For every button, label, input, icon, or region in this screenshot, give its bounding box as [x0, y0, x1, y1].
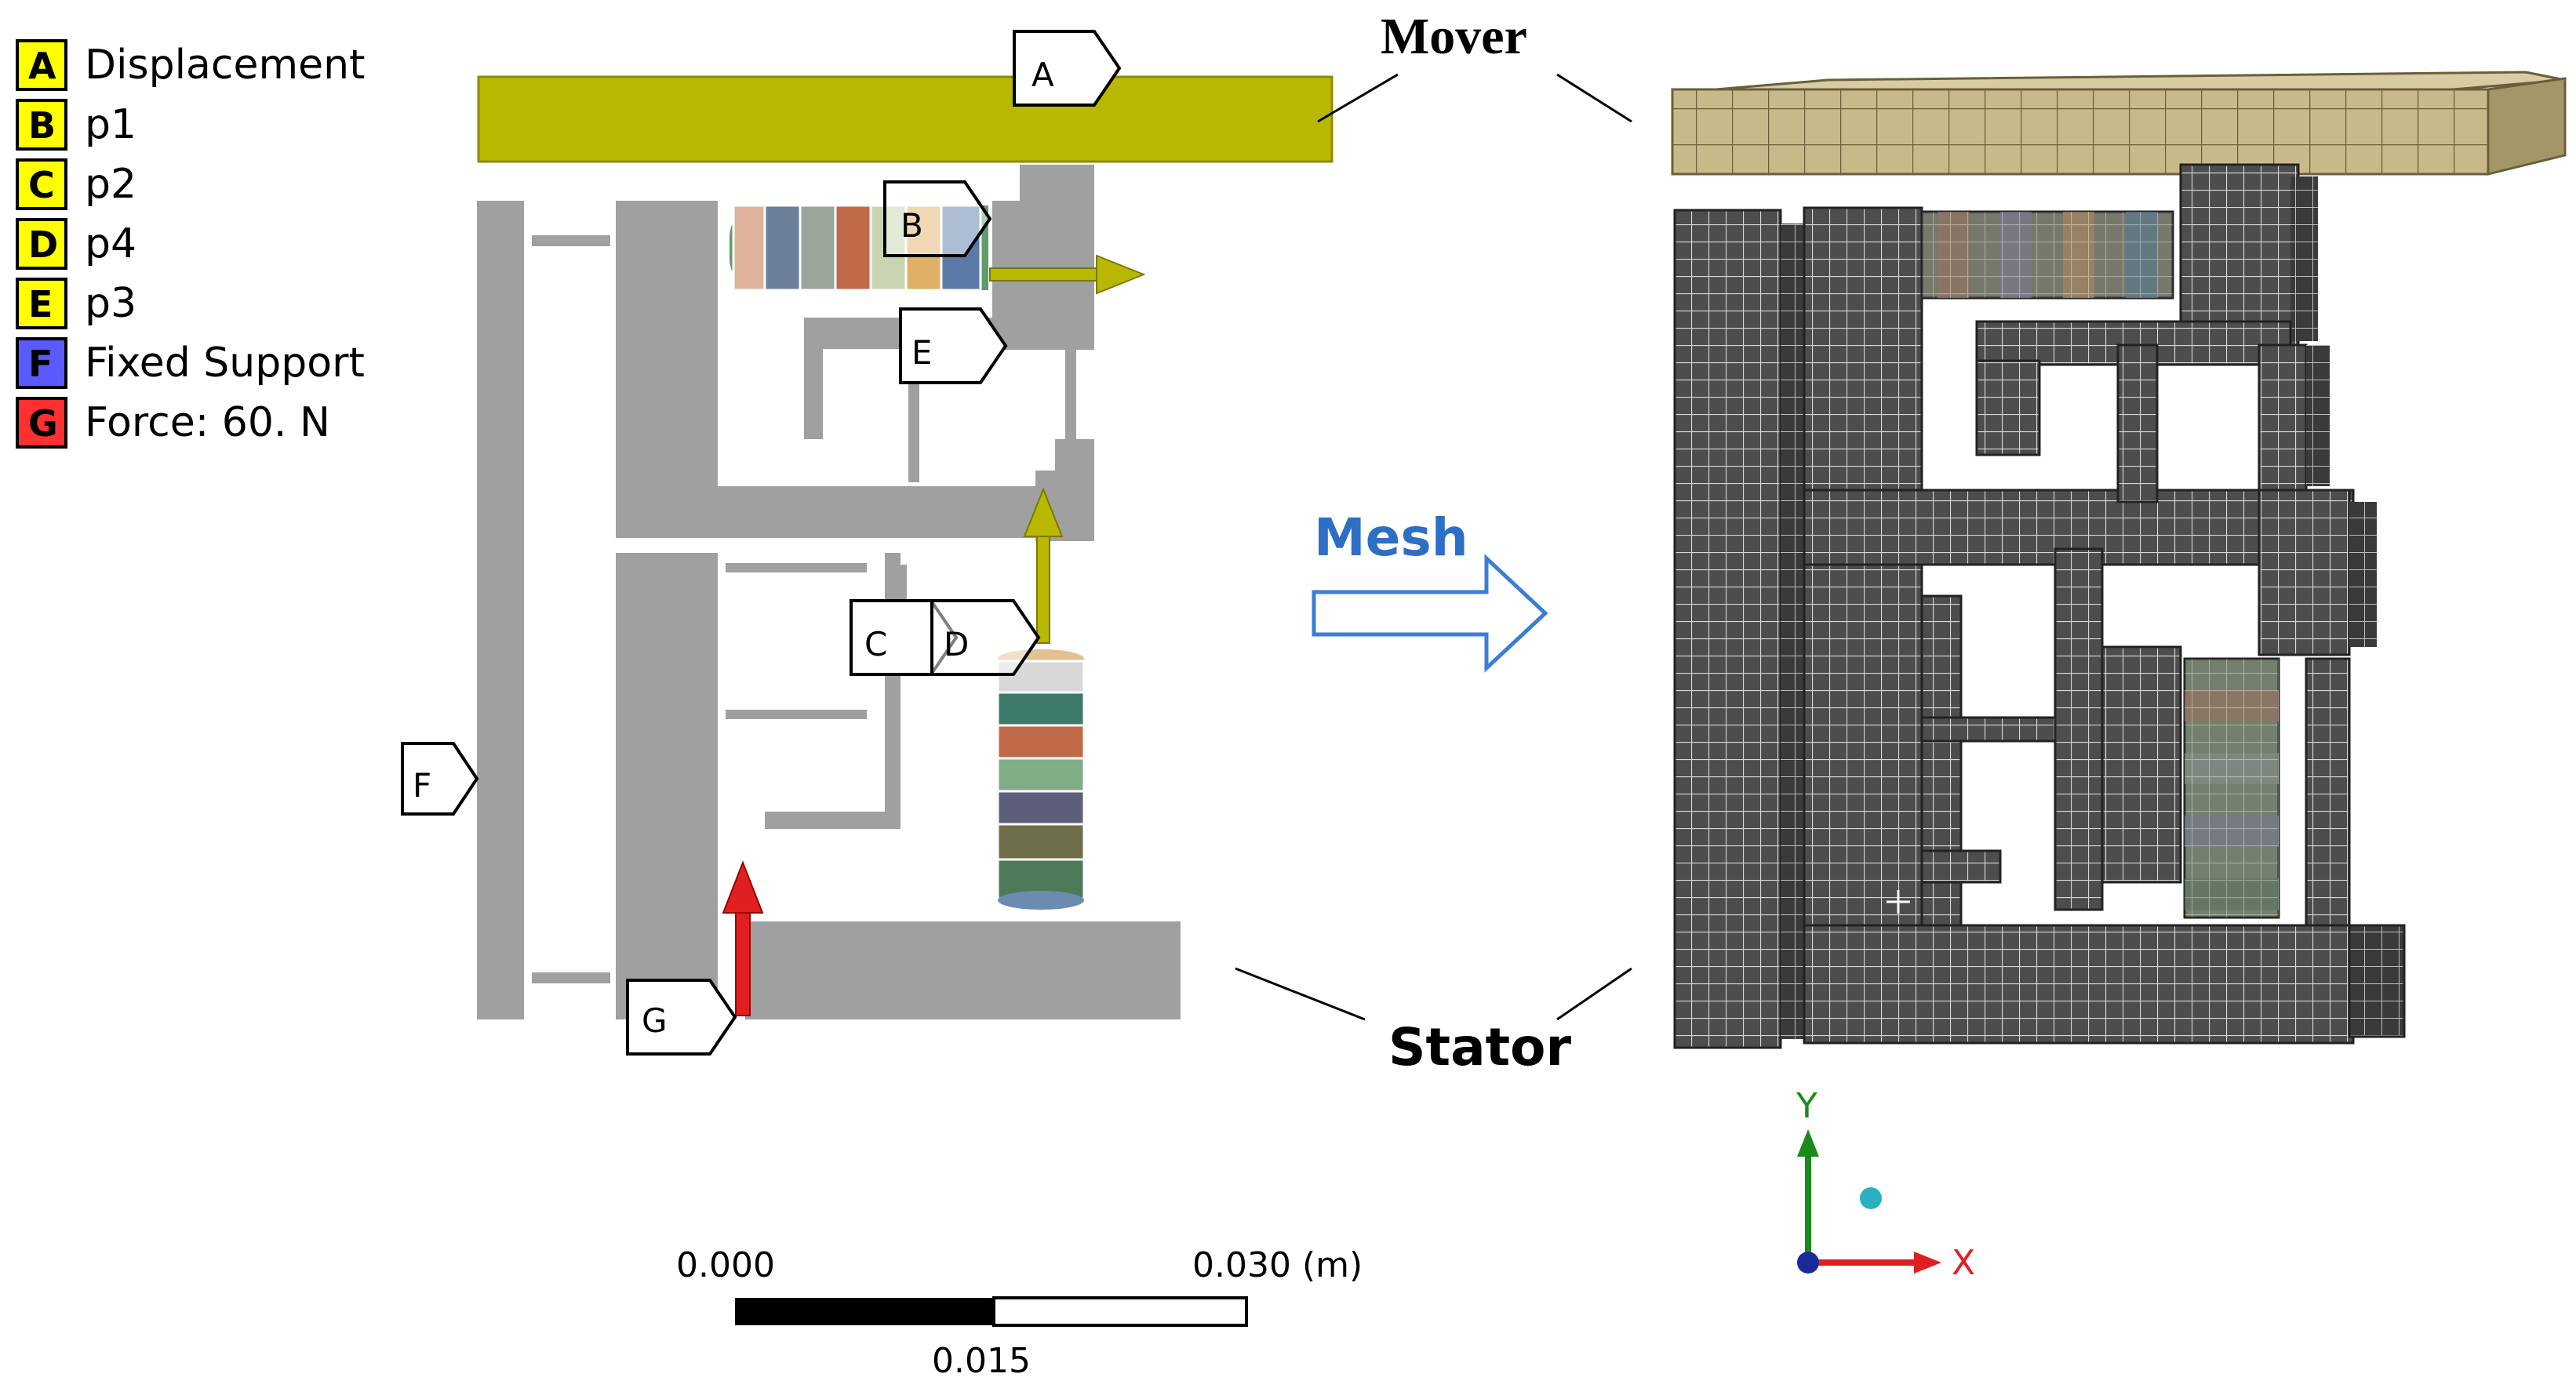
tag-b-label: B — [901, 206, 923, 245]
boundary-conditions-model: A B E C D F G 0.000 — [401, 30, 1363, 1381]
legend-item: F Fixed Support — [16, 337, 365, 389]
triad-point — [1860, 1187, 1882, 1209]
legend-label: Force: 60. N — [85, 399, 330, 446]
legend-label: p1 — [85, 101, 136, 148]
mesh-arrow — [1312, 554, 1548, 673]
tag-f-label: F — [413, 766, 431, 805]
legend-item: A Displacement — [16, 39, 365, 91]
tag-d-label: D — [944, 625, 969, 663]
stator-leader-left — [1235, 967, 1366, 1021]
triad-y-label: Y — [1796, 1086, 1817, 1126]
legend-key: E — [28, 283, 53, 325]
tag-f: F — [401, 742, 479, 816]
tag-c-label: C — [864, 625, 887, 663]
displacement-arrow-horizontal — [989, 254, 1146, 295]
scale-start: 0.000 — [676, 1245, 775, 1285]
displacement-arrow-vertical — [1023, 487, 1064, 644]
legend-label: p3 — [85, 280, 136, 327]
tag-e: E — [899, 307, 1008, 384]
legend-label: p4 — [85, 220, 136, 267]
mover-leader-left — [1317, 73, 1399, 123]
tag-g-label: G — [642, 1001, 668, 1040]
stator-label: Stator — [1388, 1017, 1572, 1077]
legend-key: G — [28, 402, 58, 445]
legend-key: A — [28, 45, 56, 87]
mesh-model: Y X — [1671, 71, 2567, 1283]
mesh-label: Mesh — [1314, 507, 1468, 568]
mesh-mover-side — [2487, 77, 2567, 176]
scale-end: 0.030 (m) — [1192, 1245, 1363, 1285]
legend-key: D — [28, 223, 58, 266]
annotations: Mover Stator Mesh — [1235, 8, 1632, 1077]
tag-a-label: A — [1031, 56, 1054, 94]
legend-swatch — [16, 158, 67, 210]
legend-swatch — [16, 218, 67, 270]
mover-leader-right — [1556, 73, 1632, 123]
mover-bar — [477, 75, 1333, 163]
triad-x-label: X — [1952, 1243, 1975, 1283]
legend-swatch — [16, 278, 67, 329]
mover-label: Mover — [1381, 8, 1527, 65]
legend-label: Displacement — [85, 42, 365, 89]
piezo-stack-vertical — [996, 649, 1086, 910]
triad-origin — [1797, 1252, 1819, 1274]
scale-bar: 0.000 0.030 (m) 0.015 — [676, 1245, 1363, 1381]
legend-label: Fixed Support — [85, 340, 365, 387]
legend-swatch — [16, 337, 67, 389]
legend-key: C — [28, 164, 55, 206]
legend-swatch — [16, 39, 67, 91]
force-arrow — [722, 860, 764, 1016]
mesh-stator — [1673, 163, 2406, 1049]
legend-swatch — [16, 397, 67, 449]
legend-label: p2 — [85, 161, 136, 208]
legend-key: B — [28, 104, 56, 147]
stator-frame — [477, 165, 1181, 1019]
stator-leader-right — [1556, 967, 1632, 1021]
tag-g: G — [626, 979, 737, 1056]
tag-a: A — [1013, 30, 1122, 107]
tag-e-label: E — [911, 333, 933, 372]
scale-mid: 0.015 — [932, 1341, 1031, 1381]
coordinate-triad: Y X — [1796, 1086, 1975, 1283]
legend-swatch — [16, 99, 67, 151]
mesh-mover-front — [1671, 88, 2490, 176]
tag-b: B — [883, 180, 992, 257]
tag-d: D — [930, 599, 1041, 676]
legend-item: G Force: 60. N — [16, 397, 330, 449]
legend-key: F — [28, 343, 53, 385]
